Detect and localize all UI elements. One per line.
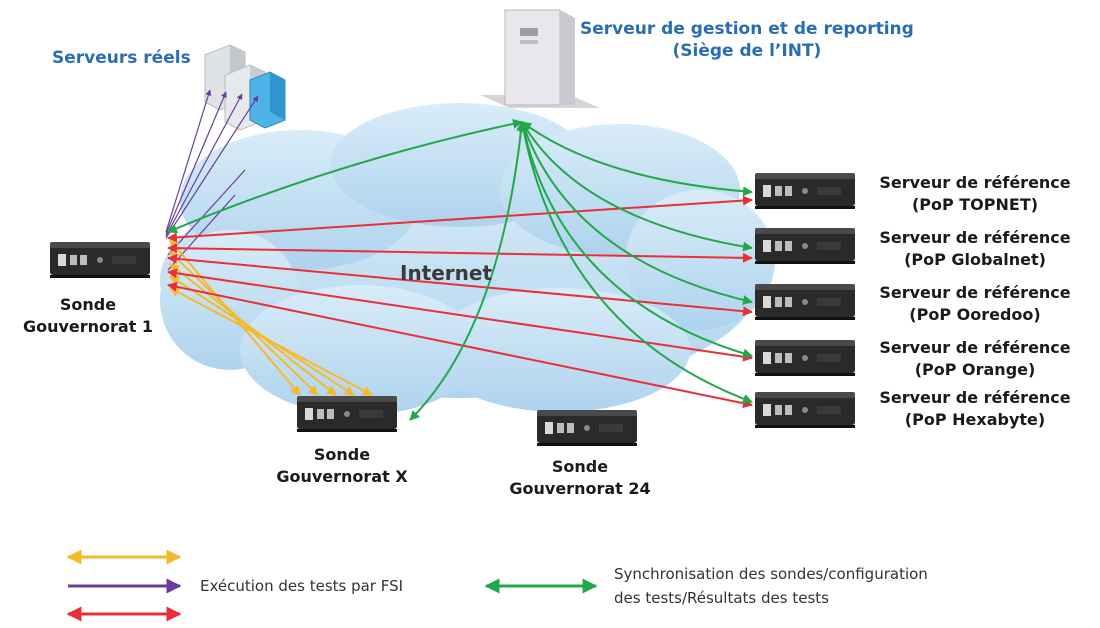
probe-gouvernorat-1-icon — [50, 242, 150, 278]
reference-server-1-line1: Serveur de référence — [879, 173, 1071, 192]
management-server-label-line2: (Siège de l’INT) — [672, 41, 822, 61]
probe-gouvernorat-x-line1: Sonde — [313, 445, 371, 464]
management-server-label-line1: Serveur de gestion et de reporting — [580, 19, 914, 39]
probe-gouvernorat-x-icon — [297, 396, 397, 432]
reference-server-3-label: Serveur de référence (PoP Ooredoo) — [860, 282, 1090, 326]
probe-gouvernorat-24-line1: Sonde — [551, 457, 609, 476]
reference-server-1-line2: (PoP TOPNET) — [911, 195, 1039, 214]
legend-sync-line2: des tests/Résultats des tests — [614, 589, 829, 607]
probe-gouvernorat-24-line2: Gouvernorat 24 — [509, 479, 651, 498]
probe-gouvernorat-24-icon — [537, 410, 637, 446]
reference-server-4-line1: Serveur de référence — [879, 338, 1071, 357]
probe-gouvernorat-24-label: Sonde Gouvernorat 24 — [495, 456, 665, 500]
reference-server-1-icon — [755, 173, 855, 209]
green-arrows — [167, 118, 753, 421]
legend-arrows — [66, 549, 598, 622]
reference-server-3-line2: (PoP Ooredoo) — [909, 305, 1041, 324]
probe-gouvernorat-x-line2: Gouvernorat X — [276, 467, 408, 486]
reference-server-2-line1: Serveur de référence — [879, 228, 1071, 247]
probe-gouvernorat-1-label: Sonde Gouvernorat 1 — [8, 294, 168, 338]
reference-server-4-icon — [755, 340, 855, 376]
legend-sync-line1: Synchronisation des sondes/configuration — [614, 565, 928, 583]
probe-gouvernorat-1-line1: Sonde — [59, 295, 117, 314]
real-servers-label: Serveurs réels — [52, 48, 191, 68]
management-server-icon — [480, 9, 600, 108]
reference-server-5-line1: Serveur de référence — [879, 388, 1071, 407]
reference-server-5-icon — [755, 392, 855, 428]
probe-gouvernorat-x-label: Sonde Gouvernorat X — [262, 444, 422, 488]
management-server-label: Serveur de gestion et de reporting (Sièg… — [580, 18, 914, 62]
internet-label: Internet — [400, 261, 493, 285]
real-servers-icon — [204, 44, 286, 131]
legend-sync-label: Synchronisation des sondes/configuration… — [614, 562, 928, 610]
legend-tests-label: Exécution des tests par FSI — [200, 577, 404, 595]
reference-server-2-line2: (PoP Globalnet) — [904, 250, 1046, 269]
reference-server-4-label: Serveur de référence (PoP Orange) — [860, 337, 1090, 381]
reference-server-4-line2: (PoP Orange) — [914, 360, 1036, 379]
reference-server-3-icon — [755, 284, 855, 320]
reference-server-2-icon — [755, 228, 855, 264]
reference-server-3-line1: Serveur de référence — [879, 283, 1071, 302]
probe-gouvernorat-1-line2: Gouvernorat 1 — [22, 317, 154, 336]
reference-server-1-label: Serveur de référence (PoP TOPNET) — [860, 172, 1090, 216]
reference-server-5-label: Serveur de référence (PoP Hexabyte) — [860, 387, 1090, 431]
reference-server-2-label: Serveur de référence (PoP Globalnet) — [860, 227, 1090, 271]
reference-server-5-line2: (PoP Hexabyte) — [904, 410, 1046, 429]
